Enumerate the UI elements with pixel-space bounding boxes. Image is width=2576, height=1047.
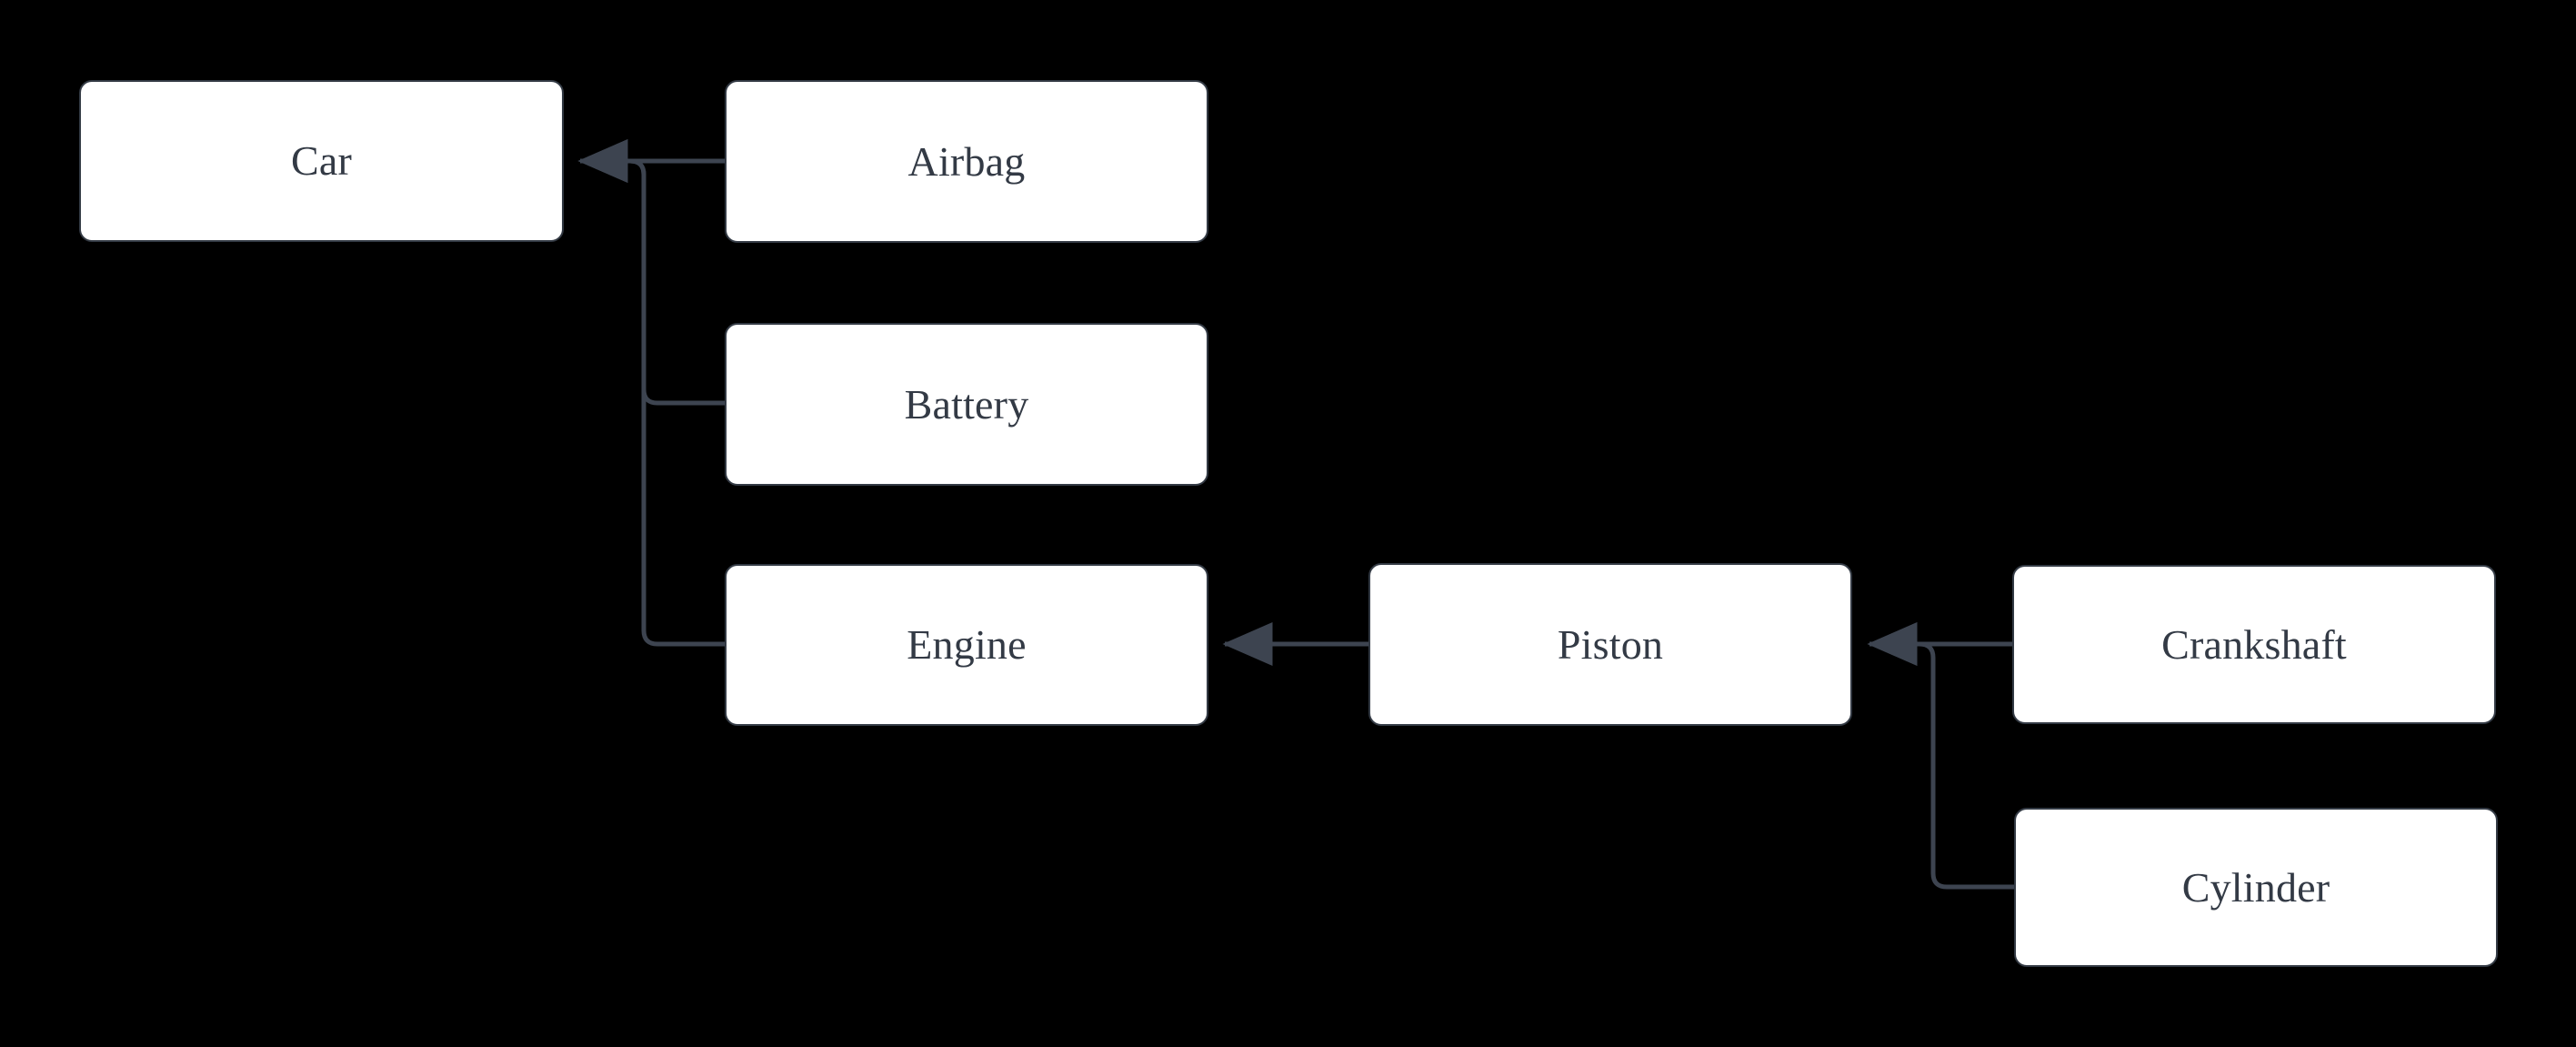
node-airbag-label: Airbag [907, 137, 1026, 185]
node-battery-label: Battery [904, 380, 1029, 428]
node-cylinder-label: Cylinder [2181, 863, 2330, 911]
node-battery[interactable]: Battery [725, 323, 1208, 486]
node-crankshaft-label: Crankshaft [2161, 620, 2347, 668]
node-cylinder[interactable]: Cylinder [2014, 808, 2498, 967]
node-car-label: Car [290, 137, 353, 184]
node-crankshaft[interactable]: Crankshaft [2012, 565, 2496, 724]
edge-engine-to-car [577, 139, 725, 647]
node-engine[interactable]: Engine [725, 564, 1208, 726]
node-piston-label: Piston [1557, 620, 1664, 668]
edge-cylinder-to-piston [1867, 622, 2014, 890]
node-engine-label: Engine [907, 621, 1027, 668]
node-airbag[interactable]: Airbag [725, 80, 1208, 243]
node-piston[interactable]: Piston [1368, 563, 1852, 726]
edge-battery-to-car [577, 139, 725, 406]
node-car[interactable]: Car [79, 80, 564, 242]
